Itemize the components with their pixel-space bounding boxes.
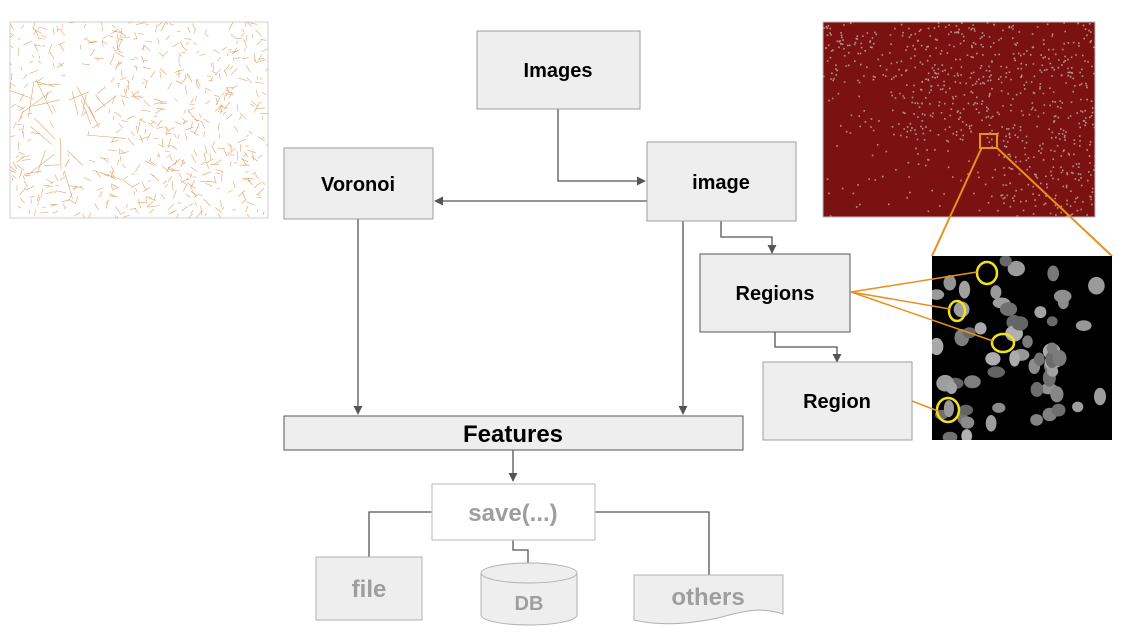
node-images: Images	[476, 30, 641, 110]
nucleus	[1051, 403, 1066, 417]
node-save-label: save(...)	[468, 500, 557, 527]
node-regions: Regions	[699, 253, 851, 333]
highlighted-nucleus-2	[947, 299, 967, 323]
nucleus	[943, 275, 957, 291]
nucleus	[946, 381, 957, 394]
connector-save-to-db	[512, 540, 529, 563]
node-image-label: image	[692, 172, 750, 194]
nucleus	[987, 366, 1005, 378]
nucleus	[990, 285, 1002, 299]
nucleus	[1072, 401, 1084, 413]
node-features: Features	[283, 415, 744, 451]
nucleus	[958, 280, 971, 299]
node-region: Region	[762, 361, 913, 441]
node-file-label: file	[352, 576, 387, 603]
nucleus	[1053, 289, 1072, 303]
node-voronoi: Voronoi	[283, 147, 434, 220]
nucleus	[1046, 365, 1059, 377]
nucleus	[1075, 320, 1092, 331]
voronoi-thumbnail	[9, 21, 269, 219]
callout-lines	[931, 146, 1113, 257]
nucleus	[1046, 342, 1058, 355]
region-callout-lines	[850, 271, 994, 412]
nucleus	[932, 337, 944, 356]
connectors	[353, 109, 842, 575]
arrow-regions-to-region	[774, 332, 842, 363]
nucleus	[1007, 261, 1025, 277]
node-save: save(...)	[431, 483, 596, 541]
nucleus	[1030, 382, 1044, 397]
nucleus	[985, 415, 997, 432]
nucleus	[1046, 316, 1058, 327]
voronoi-texture	[10, 22, 268, 218]
nucleus	[985, 352, 1001, 366]
nucleus	[1009, 350, 1020, 367]
microscopy-overview-thumbnail	[822, 21, 1096, 218]
cell-speckle-texture	[823, 22, 1095, 217]
nucleus	[1047, 265, 1059, 282]
node-db: DB	[480, 562, 578, 626]
node-voronoi-label: Voronoi	[321, 174, 395, 196]
nuclei-closeup-thumbnail	[932, 256, 1112, 440]
nucleus	[964, 375, 981, 389]
nucleus	[932, 289, 945, 300]
node-images-label: Images	[524, 60, 593, 82]
nucleus	[1052, 350, 1067, 367]
nucleus	[960, 416, 975, 429]
nucleus	[942, 431, 958, 440]
nucleus	[943, 400, 955, 418]
node-others: others	[633, 574, 784, 625]
node-db-label: DB	[515, 593, 544, 615]
highlighted-nucleus-3	[990, 332, 1016, 354]
nucleus	[999, 256, 1012, 267]
connector-save-to-file	[368, 511, 432, 557]
nucleus	[1088, 276, 1105, 295]
nucleus	[958, 404, 974, 416]
node-others-label: others	[671, 584, 744, 611]
nucleus	[1094, 387, 1106, 406]
node-image: image	[646, 141, 797, 222]
nucleus	[999, 302, 1018, 316]
arrow-images-to-image	[557, 109, 646, 186]
nucleus	[992, 402, 1006, 413]
nucleus	[1050, 386, 1064, 403]
node-regions-label: Regions	[736, 283, 815, 305]
nucleus	[1022, 335, 1033, 349]
node-region-label: Region	[803, 391, 871, 413]
zoom-selection-marker	[979, 133, 998, 149]
connector-save-to-others	[595, 511, 710, 575]
nucleus	[974, 322, 987, 335]
highlighted-nucleus-1	[975, 260, 999, 286]
arrow-image-to-regions	[720, 221, 777, 254]
node-file: file	[315, 556, 423, 621]
nucleus	[961, 429, 973, 440]
nucleus	[1034, 352, 1045, 366]
nucleus	[1034, 306, 1047, 319]
nucleus	[1011, 316, 1029, 331]
nucleus	[1030, 414, 1043, 426]
node-features-label: Features	[463, 421, 563, 448]
